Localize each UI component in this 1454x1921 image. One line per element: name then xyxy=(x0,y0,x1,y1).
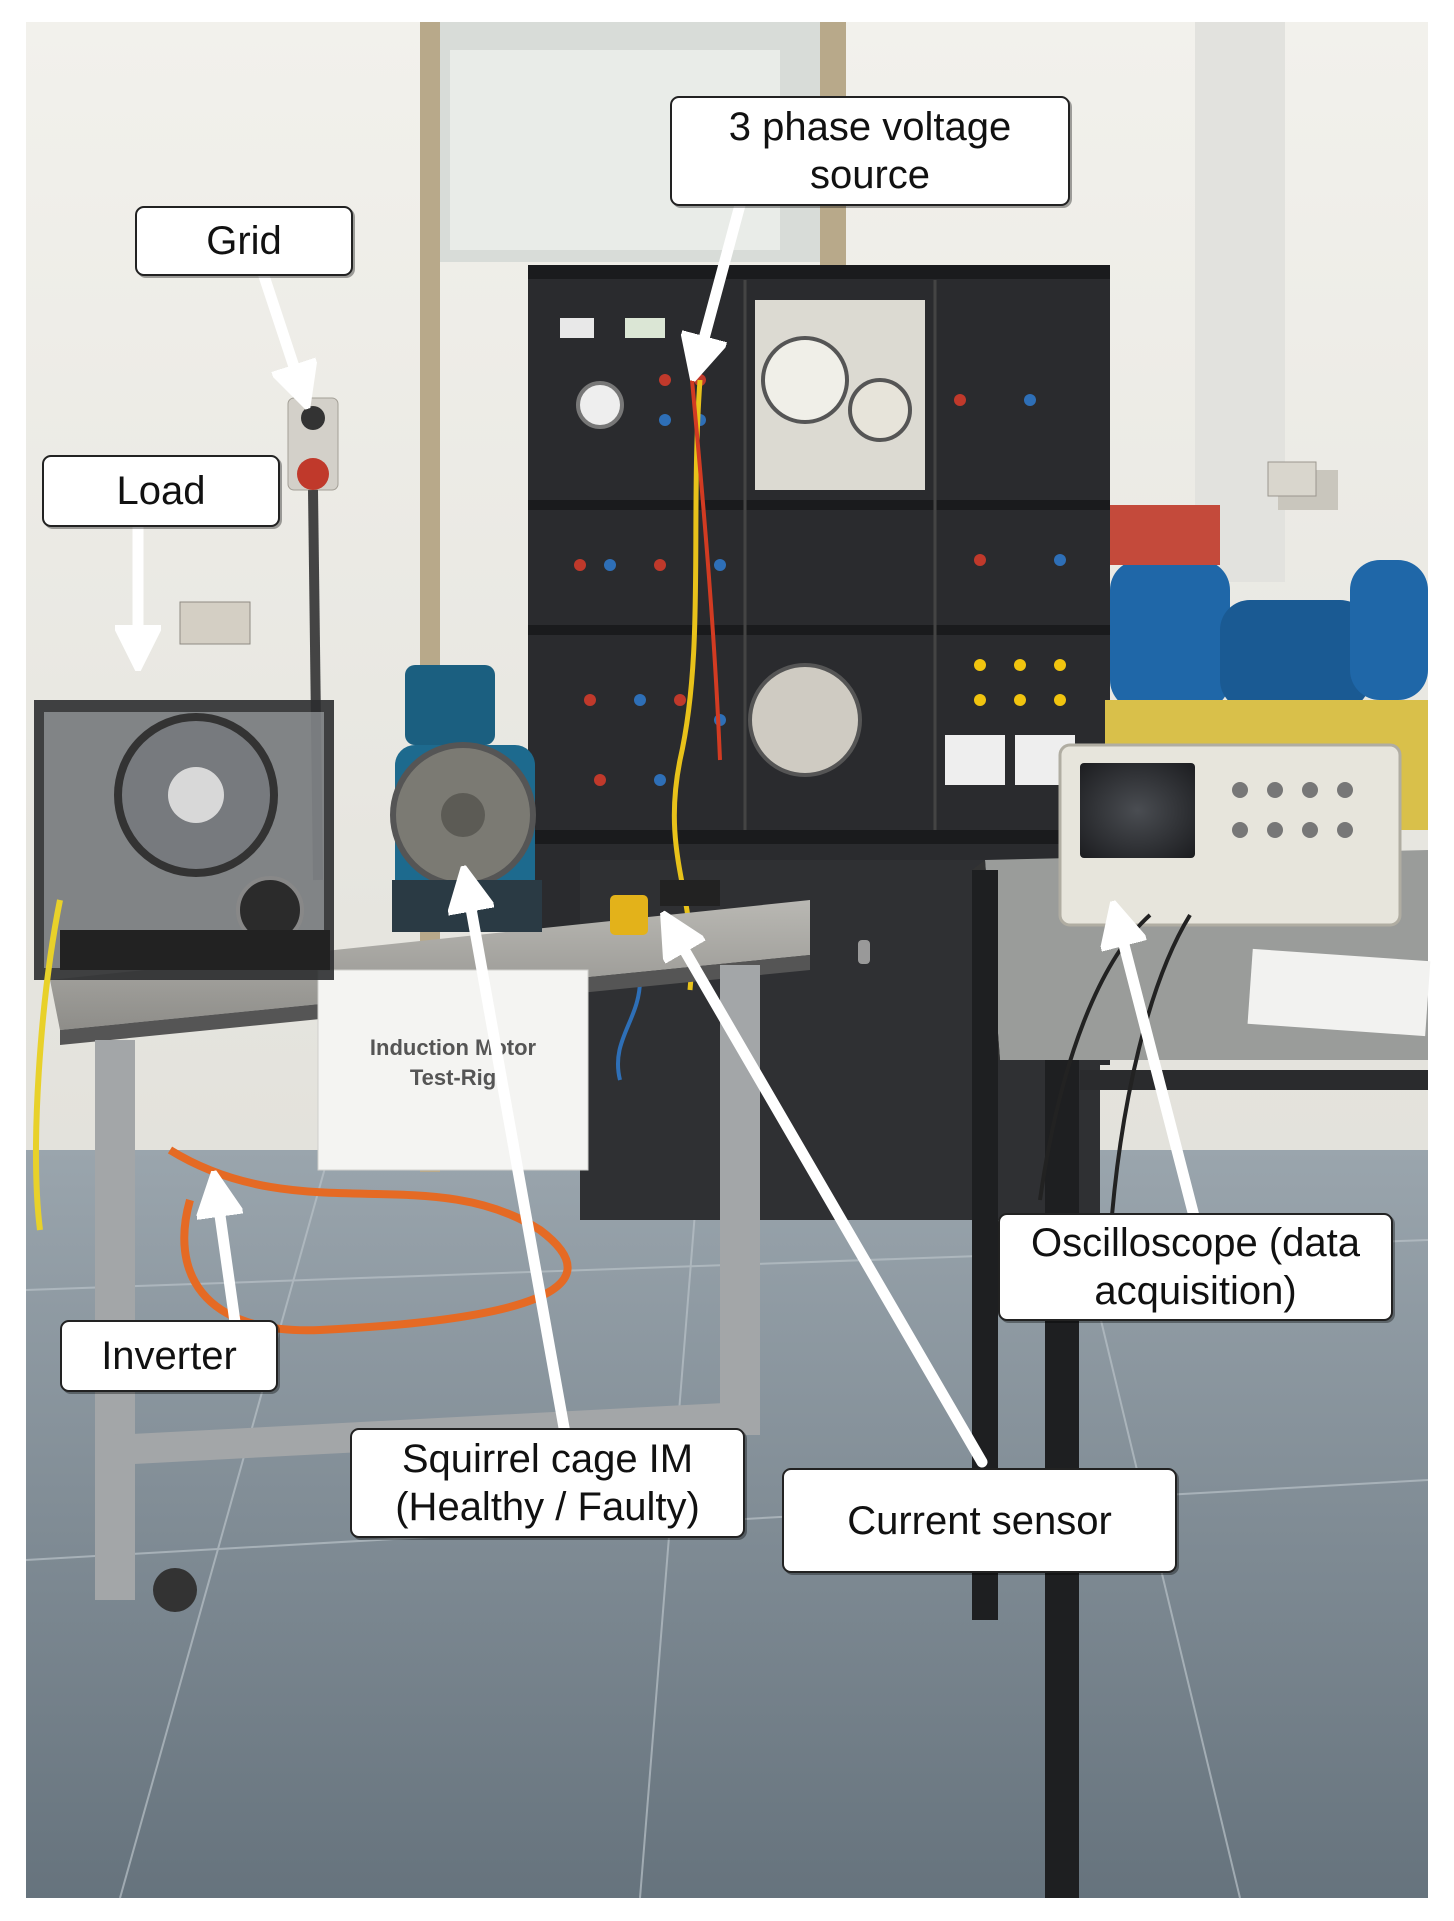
arrow-grid xyxy=(256,264,305,400)
arrow-voltage-source xyxy=(695,199,746,372)
callout-voltage-source: 3 phase voltage source xyxy=(670,96,1070,206)
test-rig-sign: Induction Motor xyxy=(370,1035,537,1060)
callout-inverter: Inverter xyxy=(60,1320,278,1392)
oscilloscope-table xyxy=(972,743,1431,1898)
annotation-arrows xyxy=(138,199,1201,1468)
trainer-panel-rack xyxy=(528,265,1110,1220)
callout-load: Load xyxy=(42,455,280,527)
callout-grid: Grid xyxy=(135,206,353,276)
callout-current-sensor: Current sensor xyxy=(782,1468,1177,1573)
arrow-inverter xyxy=(215,1180,235,1328)
svg-text:Test-Rig: Test-Rig xyxy=(410,1065,496,1090)
arrow-current-sensor xyxy=(667,920,988,1468)
callout-motor: Squirrel cage IM (Healthy / Faulty) xyxy=(350,1428,745,1538)
arrow-oscilloscope xyxy=(1115,910,1201,1226)
arrow-motor xyxy=(465,875,574,1456)
callout-oscilloscope: Oscilloscope (data acquisition) xyxy=(998,1213,1393,1321)
